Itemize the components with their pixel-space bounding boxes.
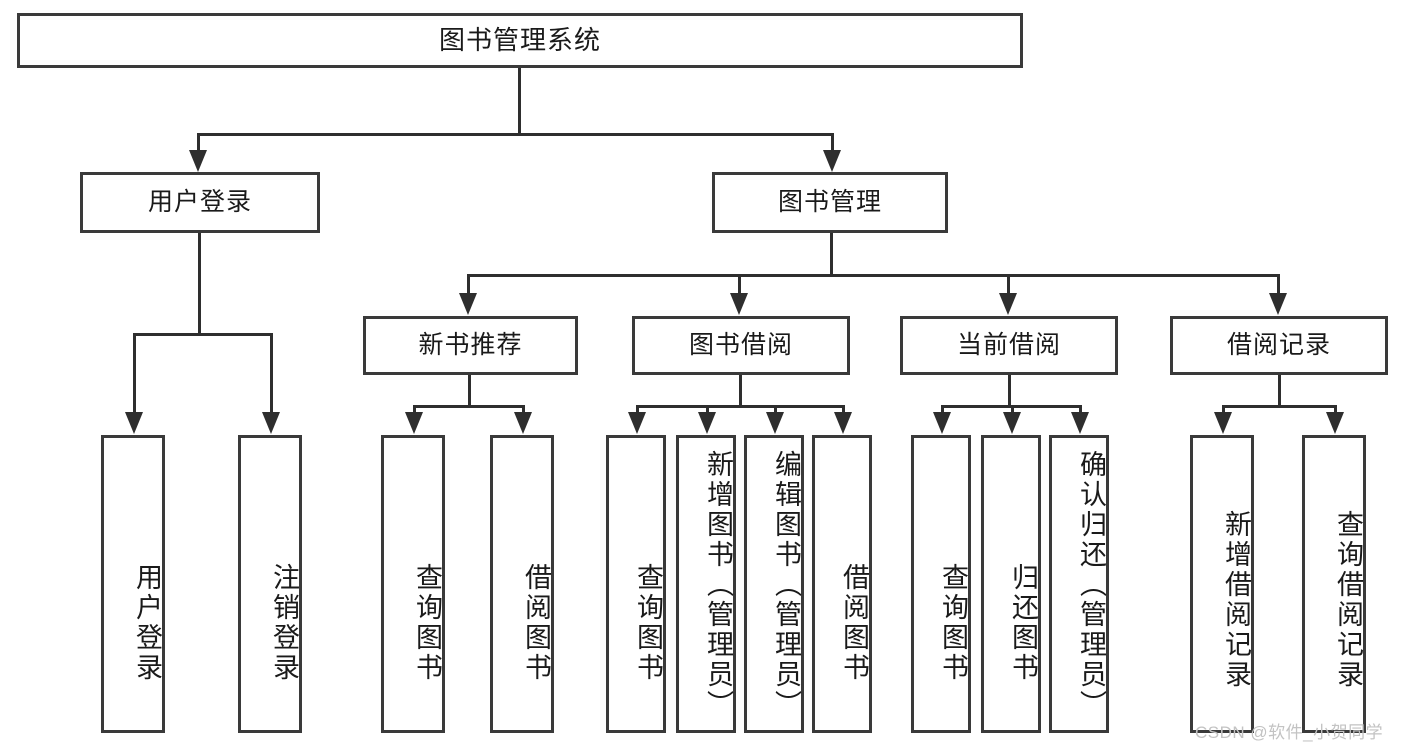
edge-borrow-to-leaf-0 [636,405,639,415]
leaf-borrow-borrow-book[interactable]: 借阅图书 [812,435,872,733]
edge-recommend-stem [468,374,471,405]
arrow-user-login-to-leaf-0 [125,412,143,434]
edge-borrow-to-leaf-1 [706,405,709,415]
edge-book-mgmt-to-l3-2 [1007,274,1010,296]
node-book-management[interactable]: 图书管理 [712,172,948,233]
edge-borrow-bus [636,405,845,408]
arrow-borrow-to-leaf-3 [834,412,852,434]
arrow-root-to-user-login [189,150,207,172]
edge-recommend-to-leaf-1 [522,405,525,415]
edge-current-to-leaf-1 [1011,405,1014,415]
leaf-record-query-record[interactable]: 查询借阅记录 [1302,435,1366,733]
edge-root-to-book-mgmt [831,133,834,155]
arrow-current-to-leaf-2 [1071,412,1089,434]
leaf-borrow-add-book-admin[interactable]: 新增图书（管理员） [676,435,736,733]
leaf-borrow-query-book[interactable]: 查询图书 [606,435,666,733]
edge-book-mgmt-to-l3-3 [1277,274,1280,296]
arrow-record-to-leaf-0 [1214,412,1232,434]
edge-borrow-to-leaf-2 [774,405,777,415]
edge-record-to-leaf-1 [1334,405,1337,415]
arrow-record-to-leaf-1 [1326,412,1344,434]
edge-record-stem [1278,374,1281,405]
edge-user-login-bus [133,333,273,336]
edge-user-login-stem [198,232,201,333]
arrow-borrow-to-leaf-2 [766,412,784,434]
leaf-current-confirm-return-admin[interactable]: 确认归还（管理员） [1049,435,1109,733]
arrow-borrow-to-leaf-0 [628,412,646,434]
leaf-recommend-borrow-book[interactable]: 借阅图书 [490,435,554,733]
arrow-root-to-book-mgmt [823,150,841,172]
edge-user-login-to-leaf-1 [270,333,273,415]
arrow-current-to-leaf-0 [933,412,951,434]
arrow-borrow-to-leaf-1 [698,412,716,434]
edge-recommend-bus [413,405,525,408]
node-root-book-management-system[interactable]: 图书管理系统 [17,13,1023,68]
arrow-book-mgmt-to-l3-1 [730,293,748,315]
arrow-book-mgmt-to-l3-0 [459,293,477,315]
arrow-book-mgmt-to-l3-3 [1269,293,1287,315]
edge-current-to-leaf-0 [941,405,944,415]
edge-book-mgmt-bus [467,274,1280,277]
edge-book-mgmt-to-l3-0 [467,274,470,296]
node-borrow-record[interactable]: 借阅记录 [1170,316,1388,375]
arrow-book-mgmt-to-l3-2 [999,293,1017,315]
leaf-user-login-logout[interactable]: 注销登录 [238,435,302,733]
edge-book-mgmt-to-l3-1 [738,274,741,296]
edge-book-mgmt-stem [830,232,833,274]
arrow-recommend-to-leaf-0 [405,412,423,434]
node-new-book-recommend[interactable]: 新书推荐 [363,316,578,375]
leaf-borrow-edit-book-admin[interactable]: 编辑图书（管理员） [744,435,804,733]
edge-borrow-to-leaf-3 [842,405,845,415]
arrow-current-to-leaf-1 [1003,412,1021,434]
edge-user-login-to-leaf-0 [133,333,136,415]
node-book-borrow[interactable]: 图书借阅 [632,316,850,375]
leaf-record-add-record[interactable]: 新增借阅记录 [1190,435,1254,733]
edge-root-stem [518,67,521,133]
edge-current-to-leaf-2 [1079,405,1082,415]
edge-recommend-to-leaf-0 [413,405,416,415]
leaf-current-return-book[interactable]: 归还图书 [981,435,1041,733]
leaf-recommend-query-book[interactable]: 查询图书 [381,435,445,733]
edge-current-stem [1008,374,1011,405]
edge-record-to-leaf-0 [1222,405,1225,415]
node-user-login[interactable]: 用户登录 [80,172,320,233]
arrow-recommend-to-leaf-1 [514,412,532,434]
edge-root-to-user-login [197,133,200,155]
edge-record-bus [1222,405,1337,408]
edge-borrow-stem [739,374,742,405]
csdn-watermark: CSDN @软件_小贺同学 [1195,723,1384,742]
arrow-user-login-to-leaf-1 [262,412,280,434]
edge-root-bus [197,133,834,136]
leaf-current-query-book[interactable]: 查询图书 [911,435,971,733]
leaf-user-login-login[interactable]: 用户登录 [101,435,165,733]
node-current-borrow[interactable]: 当前借阅 [900,316,1118,375]
